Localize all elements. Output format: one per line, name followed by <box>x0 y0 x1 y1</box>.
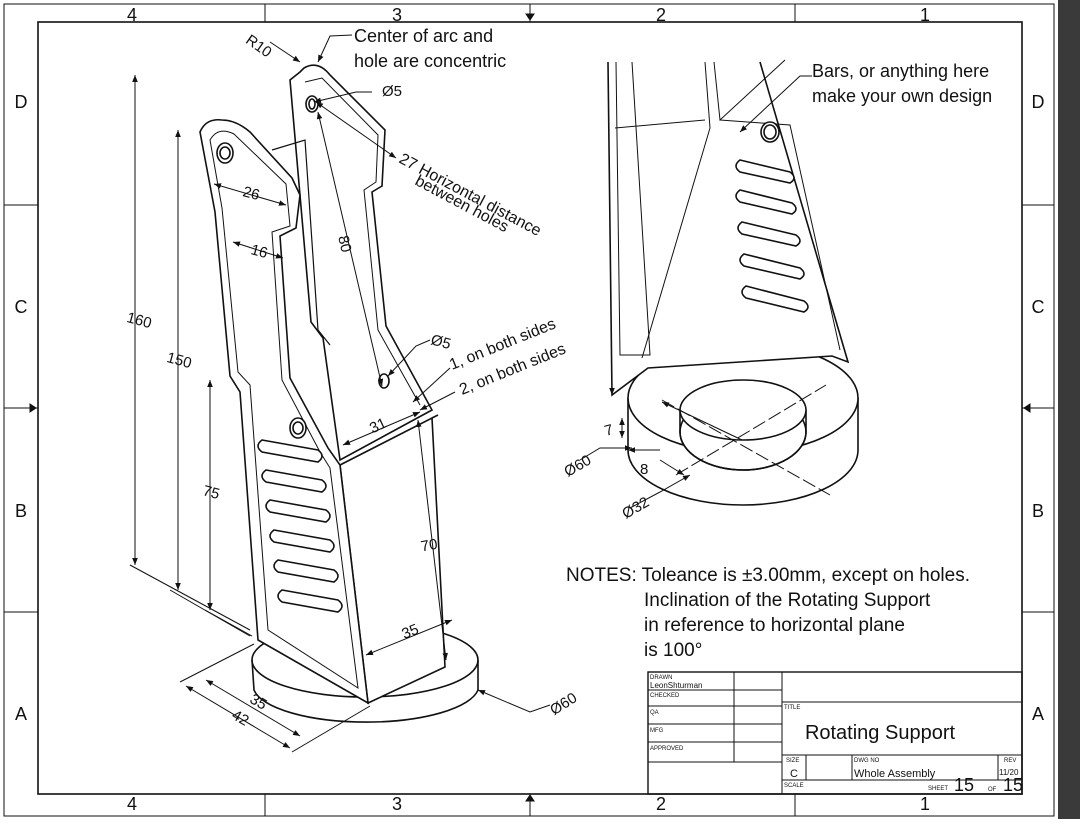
dim-160: 160 <box>125 309 154 332</box>
rev-label: REV <box>1004 758 1016 764</box>
dim-70: 70 <box>420 536 439 556</box>
callout-bars-1: Bars, or anything here <box>812 61 989 81</box>
title-label: TITLE <box>784 705 800 711</box>
drawing-canvas: 4 3 2 1 4 3 2 1 D C B A D C B A <box>3 3 1055 817</box>
notes-block: NOTES: Toleance is ±3.00mm, except on ho… <box>566 565 970 661</box>
dim-80: 80 <box>334 234 354 254</box>
notes-line-4: is 100° <box>644 640 702 661</box>
right-detail-view <box>579 59 859 509</box>
zone-col-2-bottom: 2 <box>656 794 666 814</box>
left-dimension-lines <box>129 34 551 753</box>
callout-horizontal-1: 27 Horizontal distance <box>396 151 544 240</box>
dim-35-base: 35 <box>247 691 270 714</box>
dim-7: 7 <box>603 421 615 440</box>
dim-31: 31 <box>367 415 389 437</box>
detail-column <box>607 61 850 397</box>
drawing-title: Rotating Support <box>805 722 956 744</box>
zone-labels: 4 3 2 1 4 3 2 1 D C B A D C B A <box>15 5 1045 814</box>
front-plate <box>199 118 369 705</box>
zone-row-B-right: B <box>1032 501 1044 521</box>
dim-26: 26 <box>241 183 262 204</box>
sheet-label: SHEET <box>928 786 948 792</box>
size-label: SIZE <box>786 758 799 764</box>
dim-35-front: 35 <box>399 621 421 643</box>
dim-75: 75 <box>201 482 222 503</box>
dim-42: 42 <box>229 707 252 730</box>
left-dimension-texts: R10 Ø5 26 16 80 160 150 75 Ø5 31 70 35 3… <box>125 31 580 729</box>
viewer-edge <box>1058 0 1080 819</box>
dim-dia60-left: Ø60 <box>547 689 580 718</box>
zone-col-4-top: 4 <box>127 5 137 25</box>
rear-plate <box>289 64 434 462</box>
zone-col-1-bottom: 1 <box>920 794 930 814</box>
hole-front-top <box>216 142 234 164</box>
notes-line-3: in reference to horizontal plane <box>644 615 905 636</box>
dim-8: 8 <box>640 461 648 478</box>
dwg-no-value: Whole Assembly <box>854 768 936 780</box>
callout-concentric-2: hole are concentric <box>354 51 506 71</box>
sheet-value: 15 <box>954 775 974 795</box>
approved-label: APPROVED <box>650 746 684 752</box>
zone-col-1-top: 1 <box>920 5 930 25</box>
zone-row-C-left: C <box>15 297 28 317</box>
mfg-label: MFG <box>650 728 664 734</box>
dim-dia5-top: Ø5 <box>382 83 402 100</box>
zone-col-3-bottom: 3 <box>392 794 402 814</box>
zone-row-C-right: C <box>1032 297 1045 317</box>
zone-row-A-right: A <box>1032 704 1044 724</box>
zone-col-2-top: 2 <box>656 5 666 25</box>
dim-16: 16 <box>249 241 270 262</box>
left-callouts-rotated: 27 Horizontal distance between holes 1, … <box>396 151 568 399</box>
hole-front-mid <box>289 417 307 439</box>
zone-row-B-left: B <box>15 501 27 521</box>
dim-dia60-right: Ø60 <box>561 452 594 481</box>
left-callouts: Center of arc and hole are concentric <box>354 26 506 71</box>
size-value: C <box>790 768 798 780</box>
zone-col-3-top: 3 <box>392 5 402 25</box>
scale-label: SCALE <box>784 783 804 789</box>
qa-label: QA <box>650 710 659 716</box>
dim-r10: R10 <box>242 31 274 61</box>
callout-concentric-1: Center of arc and <box>354 26 493 46</box>
front-plate-slots <box>257 439 343 613</box>
drawing-border <box>3 3 1055 817</box>
zone-col-4-bottom: 4 <box>127 794 137 814</box>
dim-dia5-mid: Ø5 <box>429 331 453 353</box>
dim-150: 150 <box>165 349 194 372</box>
drawn-label: DRAWN <box>650 675 672 681</box>
right-dimension-lines <box>579 75 831 509</box>
title-block-texts: DRAWN LeonShturman CHECKED QA MFG APPROV… <box>650 675 1023 795</box>
left-isometric-view <box>129 34 551 753</box>
title-block <box>647 671 1023 795</box>
notes-line-2: Inclination of the Rotating Support <box>644 590 931 611</box>
zone-row-D-left: D <box>15 92 28 112</box>
dim-dia32: Ø32 <box>619 494 652 523</box>
checked-label: CHECKED <box>650 693 680 699</box>
of-label: OF <box>988 787 997 793</box>
drawn-by: LeonShturman <box>650 681 702 690</box>
of-value: 15 <box>1003 775 1023 795</box>
callout-bars-2: make your own design <box>812 86 992 106</box>
zone-row-D-right: D <box>1032 92 1045 112</box>
notes-line-1: NOTES: Toleance is ±3.00mm, except on ho… <box>566 565 970 586</box>
rev-value: 11/20 <box>999 768 1019 777</box>
detail-slots <box>735 159 809 313</box>
zone-row-A-left: A <box>15 704 27 724</box>
dwg-no-label: DWG NO <box>854 758 880 764</box>
